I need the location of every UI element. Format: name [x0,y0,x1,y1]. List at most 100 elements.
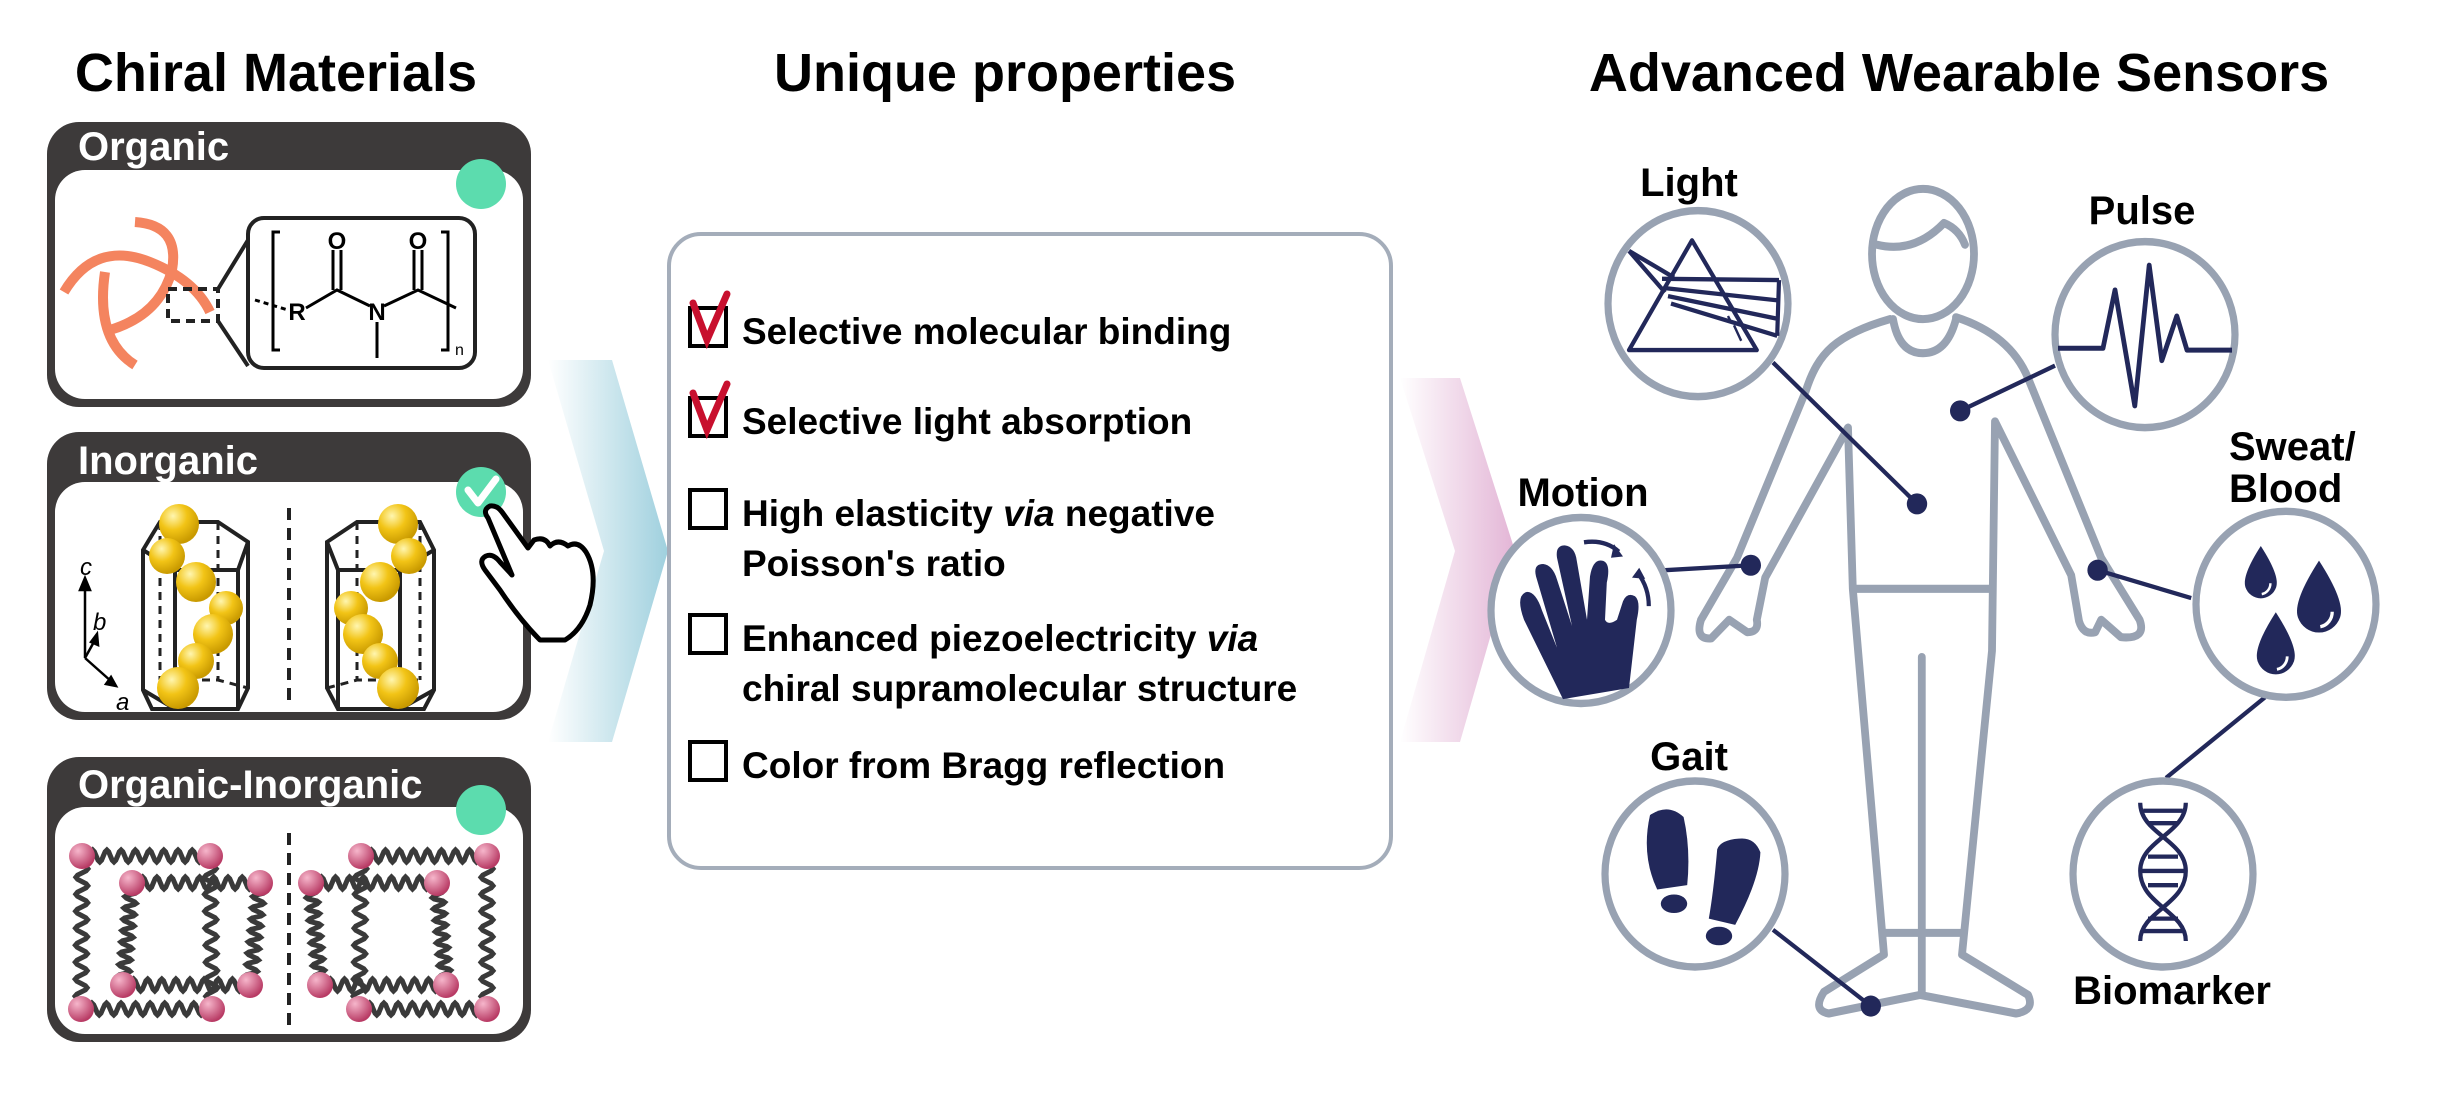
property-label-line2: chiral supramolecular structure [742,668,1297,709]
chem-r: R [288,299,305,326]
header-wearable-sensors: Advanced Wearable Sensors [1589,43,2329,103]
card-title: Organic [78,125,229,169]
metal-node [307,972,333,998]
checkbox-unchecked[interactable] [688,488,728,530]
wearable-sensors-diagram [1487,184,2380,1018]
flow-arrow-pink [1400,378,1515,742]
property-label: Selective light absorption [742,401,1192,442]
select-indicator[interactable] [456,159,506,209]
card-title: Inorganic [78,439,258,483]
sensor-biomarker[interactable] [2069,777,2257,971]
property-label: Color from Bragg reflection [742,745,1225,786]
property-row[interactable]: Selective light absorption [688,380,1192,442]
helix-strand [120,975,253,995]
metal-node [68,996,94,1022]
metal-node [433,972,459,998]
property-label-line1: High elasticity via negative [742,493,1215,534]
property-label: Selective molecular binding [742,311,1231,352]
header-chiral-materials: Chiral Materials [75,43,477,103]
helix-strand [79,846,213,866]
helix-strand [240,880,270,988]
chem-o2: O [409,228,428,255]
property-label-line1: Enhanced piezoelectricity via [742,618,1258,659]
property-row[interactable]: High elasticity via negative Poisson's r… [688,488,1215,584]
metal-node [348,843,374,869]
checkbox-unchecked[interactable] [688,740,728,782]
property-label-line2: Poisson's ratio [742,543,1006,584]
helix-strand [113,880,142,988]
card-title: Organic-Inorganic [78,763,423,807]
sensor-connectors [1664,360,2267,1017]
helix-strand [477,853,497,1012]
axis-a-label: a [116,689,129,716]
property-row[interactable]: Color from Bragg reflection [688,740,1225,786]
chem-n: N [368,299,385,326]
metal-node [424,870,450,896]
sensor-sweat-blood[interactable] [2192,507,2380,702]
gold-atoms-left [149,504,243,709]
metal-node-atoms [68,843,500,1022]
red-check-icon [689,380,731,440]
metal-node [119,870,145,896]
helix-strand [317,975,449,995]
pulse-waveform-icon [2058,262,2233,409]
material-card-organic-inorganic[interactable]: Organic-Inorganic [47,757,531,1042]
metal-node [110,972,136,998]
sensor-motion[interactable] [1487,513,1675,708]
metal-node [199,996,225,1022]
sensor-label-blood: Blood [2229,467,2342,511]
checkbox-unchecked[interactable] [688,613,728,655]
helix-strand [356,999,490,1019]
check-icon [464,475,500,507]
material-card-organic[interactable]: Organic R N O O n [47,122,531,407]
polymer-structure-box [246,216,477,370]
sensor-label-sweat: Sweat/ [2229,425,2356,469]
sensor-gait[interactable] [1601,777,1789,971]
flow-arrow-blue [548,360,668,742]
metal-node [474,843,500,869]
helix-strand [78,999,215,1019]
dna-icon [2138,802,2188,942]
sensor-label-gait: Gait [1650,735,1728,779]
helical-cage-structures [71,846,497,1019]
sensor-label-biomarker: Biomarker [2073,969,2271,1013]
material-card-inorganic[interactable]: Inorganic c b a [47,432,596,720]
select-indicator[interactable] [456,785,506,835]
sensor-light[interactable] [1604,206,1792,401]
metal-node [247,870,273,896]
hand-pointer-cursor-icon [479,503,596,643]
metal-node [474,996,500,1022]
header-unique-properties: Unique properties [774,43,1236,103]
helix-strand [358,846,490,866]
metal-node [69,843,95,869]
footprints-icon [1646,809,1761,946]
chem-o1: O [328,228,347,255]
crystal-axes-icon [78,574,119,688]
droplets-icon [2244,546,2341,675]
properties-panel: Selective molecular binding Selective li… [667,232,1393,870]
axis-b-label: b [93,609,106,636]
helix-strand [71,853,92,1012]
helix-strand [427,880,456,988]
metal-node [346,996,372,1022]
sensor-label-motion: Motion [1517,471,1648,515]
red-check-icon [689,290,731,350]
axis-c-label: c [80,554,92,581]
prism-icon [1626,238,1782,353]
sensor-label-pulse: Pulse [2089,189,2196,233]
chem-subscript: n [455,342,464,359]
metal-node [237,972,263,998]
property-row[interactable]: Selective molecular binding [688,290,1231,352]
helix-spiral-icon [59,217,215,370]
polyamide-structure [254,230,457,358]
property-row[interactable]: Enhanced piezoelectricity via chiral sup… [688,613,1297,709]
sensor-pulse[interactable] [2051,237,2239,432]
gold-atoms-right [334,504,427,709]
helix-strand [301,880,330,988]
zoom-region [166,287,220,323]
helix-strand [129,873,263,893]
metal-node [197,843,223,869]
helix-strand [308,873,440,893]
metal-node [298,870,324,896]
